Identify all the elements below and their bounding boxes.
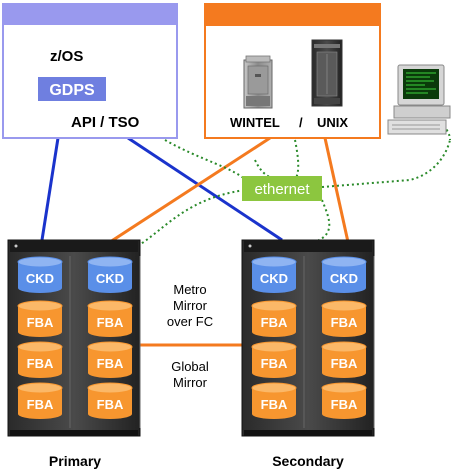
api-tso-label: API / TSO (71, 114, 140, 131)
primary-storage-fba-1-0: FBA (87, 300, 133, 337)
primary-storage-ckd-1: CKD (87, 256, 133, 293)
secondary-storage-fba-1-2-label: FBA (331, 397, 358, 412)
secondary-storage-fba-0-2-label: FBA (261, 397, 288, 412)
primary-storage-fba-1-1: FBA (87, 341, 133, 378)
secondary-storage-fba-1-2: FBA (321, 382, 367, 419)
zos-secondary-link (127, 136, 283, 242)
zos-title: z/OS (50, 48, 83, 65)
primary-label: Primary (49, 453, 101, 469)
primary-storage-fba-1-0-label: FBA (97, 315, 124, 330)
metro-line-3: over FC (167, 314, 213, 329)
secondary-storage-fba-0-0: FBA (251, 300, 297, 337)
secondary-storage-fba-0-1-label: FBA (261, 356, 288, 371)
primary-storage-fba-1-1-label: FBA (97, 356, 124, 371)
metro-line-1: Metro (173, 282, 206, 297)
open-systems-box: WINTEL / UNIX (204, 3, 381, 139)
secondary-label: Secondary (272, 453, 344, 469)
primary-storage-fba-0-0: FBA (17, 300, 63, 337)
secondary-storage-fba-1-0: FBA (321, 300, 367, 337)
secondary-storage-fba-0-2: FBA (251, 382, 297, 419)
global-line-1: Global (171, 359, 209, 374)
gdps-badge (38, 77, 106, 101)
ethernet-cabling (119, 121, 451, 256)
workstation-icon (387, 64, 451, 135)
primary-storage-fba-0-2-label: FBA (27, 397, 54, 412)
secondary-storage-ckd-1: CKD (321, 256, 367, 293)
gdps-label: GDPS (49, 82, 95, 99)
secondary-storage-ckd-0: CKD (251, 256, 297, 293)
primary-storage: CKD FBA FBA FBA CKD FBA FBA FBA (7, 239, 141, 437)
secondary-storage-fba-1-0-label: FBA (331, 315, 358, 330)
replication-labels: Metro Mirror over FC Global Mirror (167, 282, 213, 390)
secondary-storage-ckd-1-label: CKD (330, 271, 358, 286)
zos-system-box: z/OS GDPS API / TSO (2, 3, 178, 139)
secondary-storage: CKD FBA FBA FBA CKD FBA FBA FBA (241, 239, 375, 437)
ethernet-hub: ethernet (242, 176, 322, 201)
ethernet-label: ethernet (254, 181, 310, 198)
secondary-storage-fba-0-0-label: FBA (261, 315, 288, 330)
unix-label: UNIX (317, 115, 348, 130)
secondary-storage-fba-0-1: FBA (251, 341, 297, 378)
zos-primary-link (40, 137, 60, 241)
wintel-label: WINTEL (230, 115, 280, 130)
wintel-server-icon (243, 55, 273, 109)
secondary-storage-fba-1-1-label: FBA (331, 356, 358, 371)
primary-storage-ckd-0: CKD (17, 256, 63, 293)
metro-line-2: Mirror (173, 298, 208, 313)
primary-storage-fba-1-2: FBA (87, 382, 133, 419)
storage-units: CKD FBA FBA FBA CKD FBA FBA FBA CKD FBA FBA FBA CKD F… (7, 239, 375, 437)
connection-lines (40, 136, 350, 347)
slash-label: / (299, 115, 303, 130)
primary-storage-ckd-1-label: CKD (96, 271, 124, 286)
secondary-storage-ckd-0-label: CKD (260, 271, 288, 286)
open-secondary-link (323, 137, 350, 243)
primary-storage-fba-1-2-label: FBA (97, 397, 124, 412)
open-primary-link (109, 136, 271, 244)
primary-storage-fba-0-1-label: FBA (27, 356, 54, 371)
primary-storage-ckd-0-label: CKD (26, 271, 54, 286)
global-line-2: Mirror (173, 375, 208, 390)
unix-server-icon (311, 39, 343, 107)
primary-storage-fba-0-2: FBA (17, 382, 63, 419)
primary-storage-fba-0-1: FBA (17, 341, 63, 378)
secondary-storage-fba-1-1: FBA (321, 341, 367, 378)
primary-storage-fba-0-0-label: FBA (27, 315, 54, 330)
